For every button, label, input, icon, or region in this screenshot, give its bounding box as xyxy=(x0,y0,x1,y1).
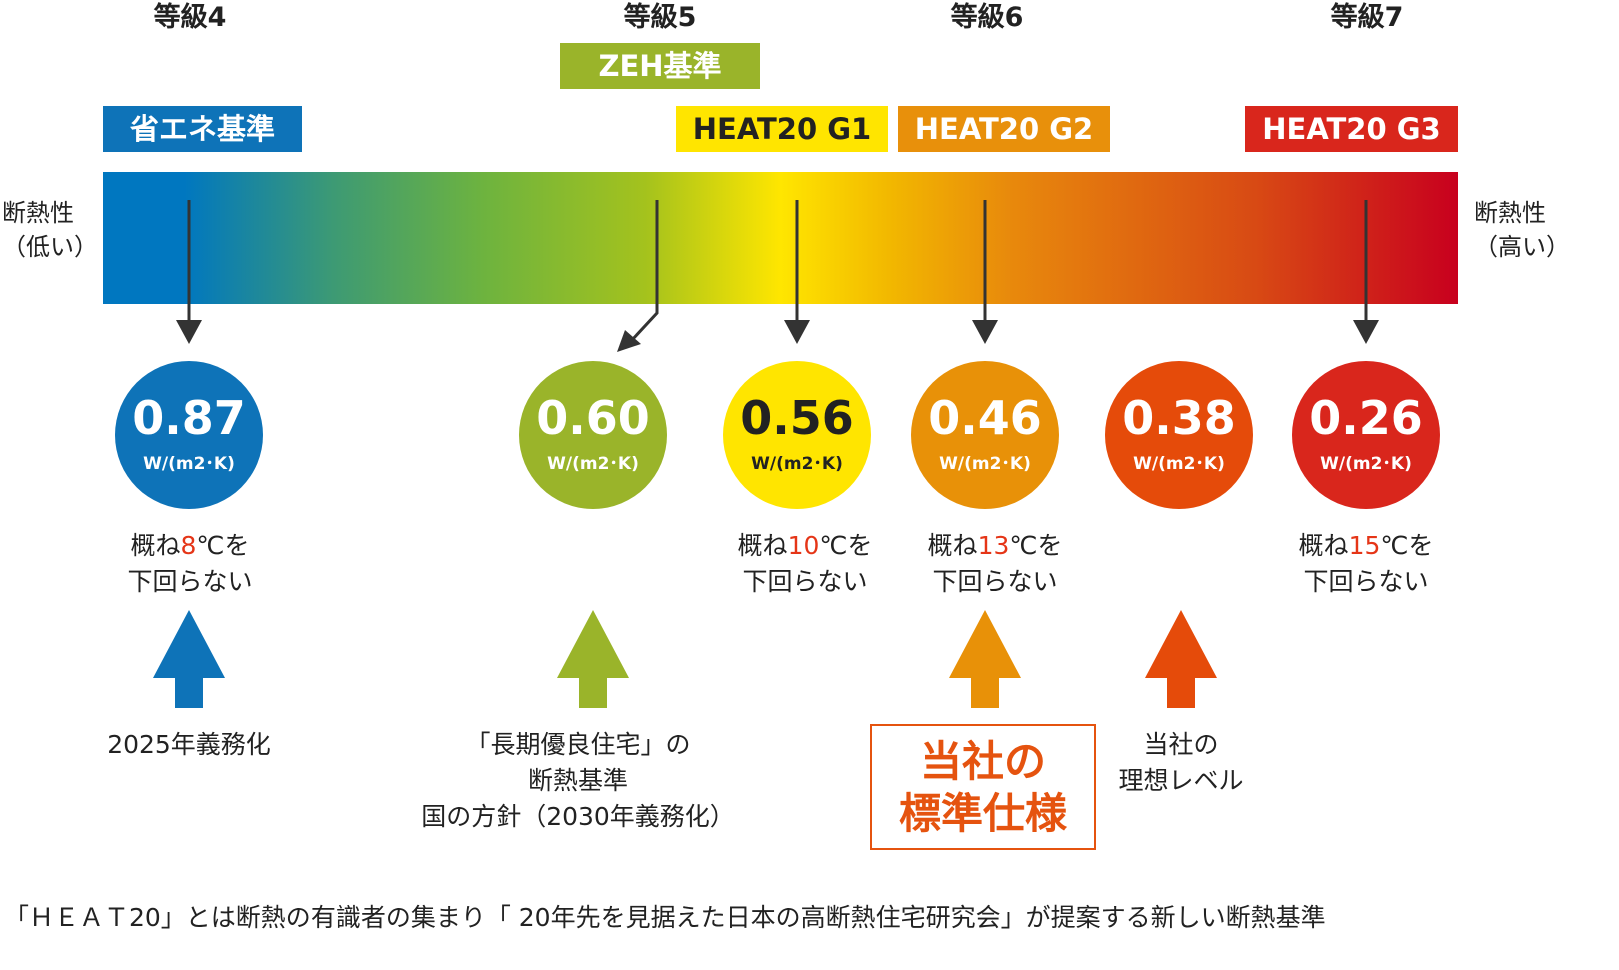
temp-line2: 下回らない xyxy=(742,567,868,596)
temperature-note: 概ね15℃を下回らない xyxy=(1266,528,1466,600)
high-label-line1: 断熱性 xyxy=(1474,199,1546,227)
u-unit: W/(m2･K) xyxy=(143,454,235,474)
temp-post: ℃を xyxy=(1009,531,1063,560)
low-label-line2: （低い） xyxy=(2,233,98,261)
standard-line2: 標準仕様 xyxy=(898,789,1067,838)
temp-post: ℃を xyxy=(196,531,250,560)
note-line: 理想レベル xyxy=(1118,766,1244,795)
up-arrow-icon xyxy=(153,610,225,708)
u-unit: W/(m2･K) xyxy=(939,454,1031,474)
u-unit: W/(m2･K) xyxy=(547,454,639,474)
note-line: 「長期優良住宅」の xyxy=(465,730,691,759)
heat20-g2-tag: HEAT20 G2 xyxy=(898,106,1110,152)
note-line: 断熱基準 xyxy=(527,766,628,795)
footer-note: 「ＨＥＡＴ20」とは断熱の有識者の集まり「 20年先を見据えた日本の高断熱住宅研… xyxy=(4,903,1326,932)
u-value: 0.38 xyxy=(1122,391,1236,445)
down-arrow-head xyxy=(1353,320,1379,344)
temp-line2: 下回らない xyxy=(1303,567,1429,596)
temp-number: 15 xyxy=(1348,531,1381,560)
temperature-note: 概ね13℃を下回らない xyxy=(895,528,1095,600)
grade-6-label: 等級6 xyxy=(950,2,1024,33)
zeh-tag: ZEH基準 xyxy=(560,43,760,89)
down-arrow-line xyxy=(630,200,659,342)
down-arrow-head xyxy=(176,320,202,344)
temp-post: ℃を xyxy=(819,531,873,560)
standard-line1: 当社の xyxy=(919,737,1046,786)
up-arrow-icon xyxy=(1145,610,1217,708)
company-standard-box: 当社の 標準仕様 xyxy=(870,724,1096,850)
grade-7-label: 等級7 xyxy=(1330,2,1404,33)
u-value: 0.60 xyxy=(536,391,650,445)
u-unit: W/(m2･K) xyxy=(1133,454,1225,474)
temp-number: 8 xyxy=(180,531,197,560)
u-value: 0.56 xyxy=(740,391,854,445)
temp-pre: 概ね xyxy=(927,531,978,560)
down-arrow-head xyxy=(617,330,641,352)
u-value: 0.87 xyxy=(132,391,246,445)
high-insulation-label: 断熱性 （高い） xyxy=(1474,196,1570,264)
note-line: 国の方針（2030年義務化） xyxy=(421,802,735,831)
temp-pre: 概ね xyxy=(1298,531,1349,560)
temp-pre: 概ね xyxy=(130,531,181,560)
down-arrow-head xyxy=(784,320,810,344)
heat20-g3-tag: HEAT20 G3 xyxy=(1245,106,1458,152)
up-arrow-icon xyxy=(949,610,1021,708)
note-line: 当社の xyxy=(1143,730,1219,759)
long-term-housing-note: 「長期優良住宅」の 断熱基準 国の方針（2030年義務化） xyxy=(388,727,768,835)
mandatory-2025-note: 2025年義務化 xyxy=(107,730,271,759)
temperature-note: 概ね8℃を下回らない xyxy=(90,528,290,600)
grade-5-label: 等級5 xyxy=(623,2,697,33)
shoene-tag: 省エネ基準 xyxy=(103,106,302,152)
u-unit: W/(m2･K) xyxy=(1320,454,1412,474)
down-arrow-head xyxy=(972,320,998,344)
low-label-line1: 断熱性 xyxy=(2,199,74,227)
grade-4-label: 等級4 xyxy=(153,2,227,33)
temp-post: ℃を xyxy=(1380,531,1434,560)
temperature-note: 概ね10℃を下回らない xyxy=(705,528,905,600)
heat20-g1-tag: HEAT20 G1 xyxy=(676,106,888,152)
temp-pre: 概ね xyxy=(737,531,788,560)
temp-number: 10 xyxy=(787,531,820,560)
u-value: 0.46 xyxy=(928,391,1042,445)
u-unit: W/(m2･K) xyxy=(751,454,843,474)
u-value: 0.26 xyxy=(1309,391,1423,445)
temp-line2: 下回らない xyxy=(932,567,1058,596)
up-arrow-icon xyxy=(557,610,629,708)
temp-line2: 下回らない xyxy=(127,567,253,596)
company-ideal-note: 当社の 理想レベル xyxy=(1101,727,1261,799)
temp-number: 13 xyxy=(977,531,1010,560)
high-label-line2: （高い） xyxy=(1474,233,1570,261)
low-insulation-label: 断熱性 （低い） xyxy=(2,196,98,264)
insulation-gradient-bar xyxy=(103,172,1458,304)
